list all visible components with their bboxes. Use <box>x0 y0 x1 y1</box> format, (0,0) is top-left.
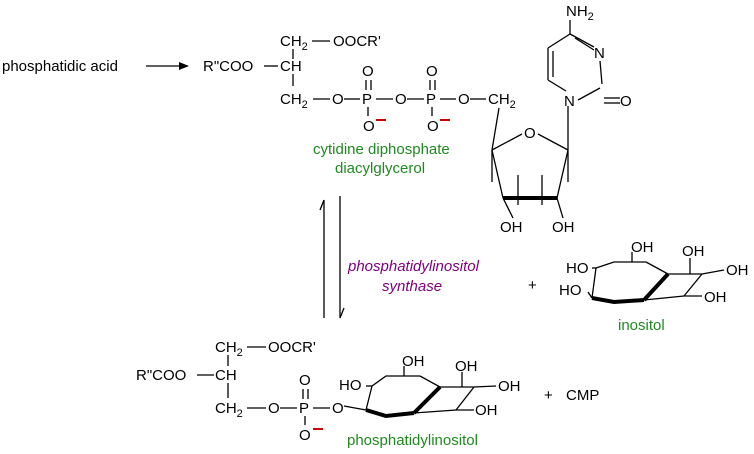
glycerol-backbone-bottom: CH2 OOCR' R"COO CH CH2 <box>136 339 316 420</box>
svg-text:O: O <box>332 400 344 417</box>
glycerol-backbone-top: CH2 OOCR' R"COO CH CH2 <box>203 33 381 111</box>
svg-text:O: O <box>427 118 439 135</box>
atom-ch2-top: CH2 <box>280 33 308 53</box>
atom-n1: N <box>564 93 575 110</box>
plus-sign-inositol: + <box>528 277 537 294</box>
diphosphate-group: O P O O O P O O O CH2 <box>332 63 516 135</box>
atom-3prime-oh: OH <box>552 219 575 236</box>
svg-text:OH: OH <box>726 262 749 279</box>
svg-text:O: O <box>362 63 374 80</box>
svg-text:O: O <box>395 91 407 108</box>
svg-text:O: O <box>363 118 375 135</box>
atom-p1: P <box>362 91 372 108</box>
label-phosphatidylinositol: phosphatidylinositol <box>347 432 478 449</box>
label-inositol: inositol <box>618 317 665 334</box>
svg-text:CH2: CH2 <box>215 400 243 420</box>
svg-text:HO: HO <box>566 260 589 277</box>
svg-text:O: O <box>458 91 470 108</box>
atom-n3: N <box>594 45 605 62</box>
inositol-ring: OH OH OH OH HO HO <box>559 239 749 306</box>
atom-ch2-mid: CH2 <box>280 91 308 111</box>
label-cdp-dag-line1: cytidine diphosphate <box>313 141 450 158</box>
atom-nh2: NH2 <box>566 3 594 23</box>
label-cdp-dag-line2: diacylglycerol <box>335 160 425 177</box>
svg-text:OH: OH <box>704 289 727 306</box>
atom-c2-o: O <box>620 93 632 110</box>
atom-p2: P <box>426 91 436 108</box>
svg-text:OH: OH <box>455 358 478 375</box>
svg-text:OH: OH <box>631 239 654 256</box>
svg-text:OH: OH <box>498 378 521 395</box>
svg-text:CH2: CH2 <box>215 339 243 359</box>
phosphate-group-bottom: O P O O O <box>268 372 344 444</box>
label-enzyme-line1: phosphatidylinositol <box>347 258 480 275</box>
equilibrium-arrows <box>319 196 345 319</box>
svg-text:OH: OH <box>475 402 498 419</box>
atom-2prime-oh: OH <box>500 219 523 236</box>
ribose-ring: O OH OH <box>491 106 575 236</box>
svg-text:OH: OH <box>682 243 705 260</box>
svg-text:HO: HO <box>339 377 362 394</box>
atom-oocr-bottom: OOCR' <box>268 339 316 356</box>
label-cmp: CMP <box>566 387 599 404</box>
svg-text:O: O <box>268 400 280 417</box>
svg-text:CH: CH <box>215 367 237 384</box>
arrow-head <box>179 62 189 70</box>
atom-5prime-ch2: CH2 <box>488 91 516 111</box>
label-phosphatidic-acid: phosphatidic acid <box>2 58 118 75</box>
atom-oocr: OOCR' <box>333 33 381 50</box>
atom-rcoo-top: R"COO <box>203 58 253 75</box>
svg-text:HO: HO <box>559 282 582 299</box>
svg-text:O: O <box>299 427 311 444</box>
label-enzyme-line2: synthase <box>382 278 442 295</box>
atom-ch-top: CH <box>280 58 302 75</box>
svg-text:O: O <box>426 63 438 80</box>
svg-text:O: O <box>332 91 344 108</box>
plus-sign-cmp: + <box>544 387 553 404</box>
inositol-ring-bottom: OH OH OH OH HO <box>339 353 521 419</box>
atom-rcoo-bottom: R"COO <box>136 367 186 384</box>
atom-p-bottom: P <box>299 400 309 417</box>
atom-ring-o: O <box>524 125 536 142</box>
svg-text:O: O <box>299 372 311 389</box>
cytosine-base: N N O NH2 <box>547 3 632 110</box>
svg-text:OH: OH <box>402 353 425 370</box>
